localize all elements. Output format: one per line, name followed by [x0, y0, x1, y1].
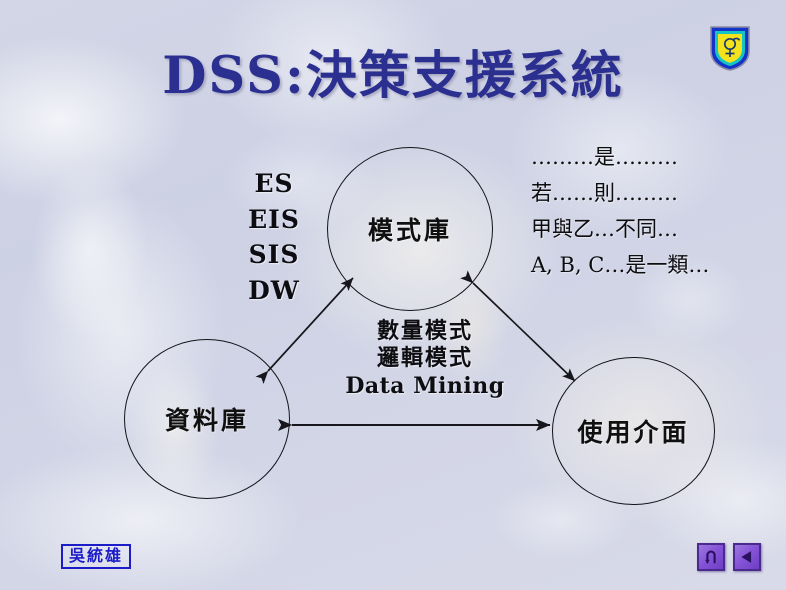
- node-model-base: 模式庫: [327, 147, 493, 311]
- node-model-base-label: 模式庫: [367, 216, 452, 245]
- nav-back-button[interactable]: [733, 543, 761, 571]
- caption-line-quantitative: 數量模式: [376, 318, 473, 344]
- page-title: DSS:決策支援系統: [162, 46, 624, 106]
- shield-emblem-icon: [708, 24, 752, 72]
- node-user-interface: 使用介面: [552, 357, 715, 505]
- system-acronym-list: ES EIS SIS DW: [228, 166, 320, 308]
- rule-item-1: ………是………: [531, 145, 678, 169]
- node-database-label: 資料庫: [164, 406, 249, 435]
- rule-item-3: 甲與乙…不同…: [531, 217, 678, 242]
- caption-line-logical: 邏輯模式: [376, 345, 473, 372]
- rule-item-4: A, B, C…是一類…: [531, 253, 710, 278]
- rule-expression-list: ………是……… 若……則……… 甲與乙…不同… A, B, C…是一類…: [531, 139, 761, 283]
- model-types-caption: 數量模式 邏輯模式 Data Mining: [330, 318, 520, 400]
- u-turn-arrow-icon: [705, 550, 716, 564]
- acronym-item-dw: DW: [248, 275, 300, 305]
- caption-line-data-mining: Data Mining: [345, 372, 505, 399]
- author-badge[interactable]: 吳統雄: [61, 544, 132, 570]
- rule-item-2: 若……則………: [531, 181, 678, 206]
- nav-return-button[interactable]: [697, 543, 725, 571]
- acronym-item-es: ES: [254, 169, 294, 198]
- left-triangle-icon: [741, 551, 752, 563]
- node-user-interface-label: 使用介面: [577, 418, 690, 447]
- acronym-item-sis: SIS: [248, 240, 300, 269]
- acronym-item-eis: EIS: [248, 204, 300, 234]
- node-database: 資料庫: [124, 339, 290, 499]
